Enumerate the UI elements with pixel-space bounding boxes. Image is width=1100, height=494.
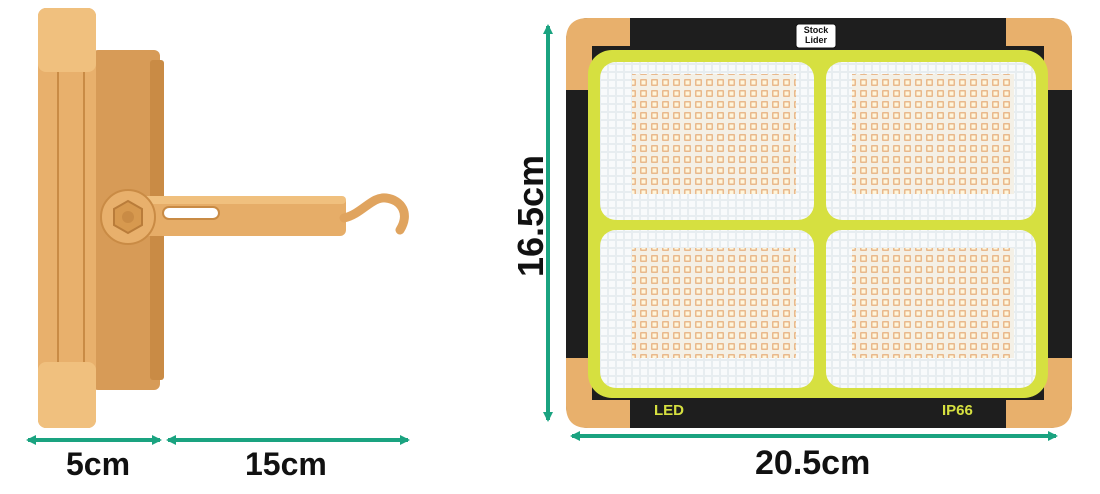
led-print: LED (654, 402, 684, 419)
front-view-lamp (566, 18, 1072, 428)
ip66-print: IP66 (942, 402, 973, 419)
depth-label: 5cm (66, 446, 131, 482)
brand-logo-line1: Stock (803, 25, 829, 35)
brand-logo: Stock Lider (797, 25, 835, 47)
width-label: 20.5cm (755, 444, 871, 482)
height-label: 16.5cm (510, 154, 552, 278)
brand-logo-line2: Lider (804, 35, 827, 45)
bracket-length-label: 15cm (245, 446, 327, 482)
side-view-lamp (38, 8, 409, 428)
